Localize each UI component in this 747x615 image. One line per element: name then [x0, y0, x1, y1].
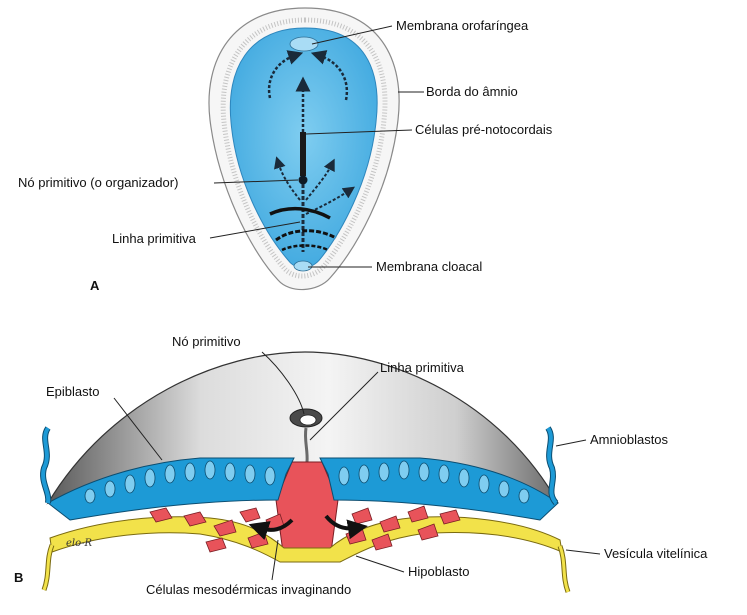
label-vesicula-vitelinica: Vesícula vitelínica	[604, 546, 708, 561]
lateral-arrow-right-2	[305, 186, 355, 215]
cloacal-membrane	[293, 260, 313, 272]
leader-linha-primitiva-a	[209, 221, 301, 239]
lateral-arrow-right	[305, 158, 335, 201]
label-hipoblasto: Hipoblasto	[408, 564, 469, 579]
leader-no-primitivo	[261, 351, 305, 415]
leader-celulas-pre-notocordais	[305, 129, 413, 135]
label-celulas-pre-notocordais: Células pré-notocordais	[415, 122, 553, 137]
label-celulas-mesodermicas: Células mesodérmicas invaginando	[146, 582, 351, 597]
label-amnioblastos: Amnioblastos	[590, 432, 669, 447]
leader-amnioblastos	[555, 439, 587, 447]
leader-vesicula-vitelinica	[565, 549, 601, 555]
label-linha-primitiva-b: Linha primitiva	[380, 360, 465, 375]
primitive-node-pit-inner	[299, 414, 317, 426]
oropharyngeal-membrane	[289, 36, 319, 52]
mesoderm-arrow-right	[324, 514, 368, 540]
mesoderm-wing-lower	[275, 229, 337, 242]
yolk-sac-strand-left-fill	[42, 544, 54, 591]
lateral-arrow-left	[274, 156, 301, 201]
panel-letter-b: B	[14, 570, 23, 585]
label-membrana-orofaringea: Membrana orofaríngea	[396, 18, 529, 33]
epiblast-cells-left	[84, 460, 276, 504]
leader-epiblasto	[113, 397, 163, 461]
leader-celulas-mesodermicas	[271, 539, 279, 581]
leader-no-primitivo-organizador	[213, 179, 299, 184]
epiblast-cells-right	[338, 460, 530, 504]
label-no-primitivo: Nó primitivo	[172, 334, 241, 349]
amnioblast-strand-right-fill	[546, 426, 558, 505]
label-epiblasto: Epiblasto	[46, 384, 99, 399]
panel-letter-a: A	[90, 278, 100, 293]
primitive-node	[298, 175, 308, 185]
artist-signature: elo-R	[66, 538, 93, 549]
prenotochordal-cells	[300, 132, 306, 176]
mesoderm-arrow-left	[248, 518, 294, 541]
cranial-migration-arrow-left	[267, 50, 304, 99]
label-linha-primitiva-a: Linha primitiva	[112, 231, 197, 246]
mesoderm-wing-lowest	[281, 244, 329, 252]
leader-membrana-orofaringea	[311, 25, 393, 45]
leader-linha-primitiva-b	[309, 371, 379, 441]
yolk-sac-strand-right-fill	[558, 545, 570, 593]
panel-b: Nó primitivo Linha primitiva Epiblasto A…	[14, 334, 708, 597]
panel-a: Membrana orofaríngea Borda do âmnio Célu…	[18, 7, 553, 293]
label-no-primitivo-organizador: Nó primitivo (o organizador)	[18, 175, 178, 190]
label-borda-do-amnio: Borda do âmnio	[426, 84, 518, 99]
mesoderm-wing-upper	[269, 206, 331, 220]
amnioblast-strand-left-fill	[41, 426, 51, 504]
cranial-migration-arrow-right	[310, 50, 349, 101]
label-membrana-cloacal: Membrana cloacal	[376, 259, 482, 274]
primitive-streak-groove	[303, 427, 309, 463]
leader-hipoblasto	[355, 555, 405, 573]
